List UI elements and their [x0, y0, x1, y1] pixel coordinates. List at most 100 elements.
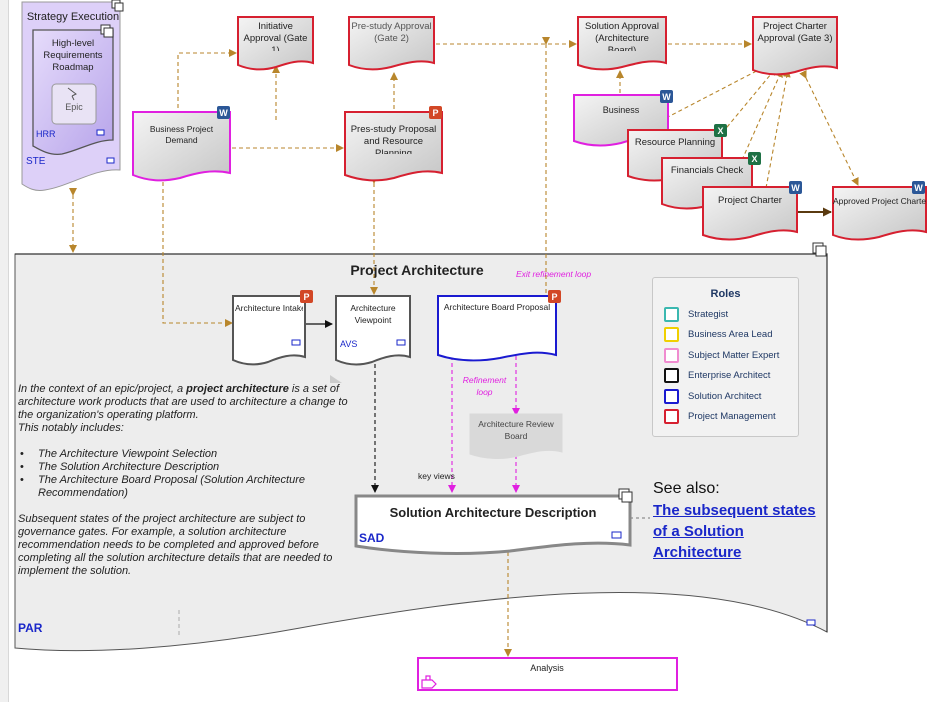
architecture-viewpoint-selection-label: Architecture Viewpoint Selection: [350, 303, 396, 328]
svg-text:P: P: [551, 292, 557, 302]
hlr-expand-icon[interactable]: [96, 129, 105, 136]
refinement-loop-label: Refinement loop: [462, 375, 507, 397]
description-bullet-list: The Architecture Viewpoint Selection The…: [18, 448, 348, 500]
description-paragraph-2: Subsequent states of the project archite…: [18, 513, 333, 577]
business-project-demand-node[interactable]: Business Project Demand W: [132, 106, 231, 182]
prestudy-proposal-node[interactable]: Pres-study Proposal and Resource Plannin…: [344, 106, 443, 182]
word-icon: W: [912, 181, 925, 194]
sad-stack-icon: [618, 488, 633, 503]
intake-expand-icon[interactable]: [291, 339, 301, 346]
list-item: The Architecture Board Proposal (Solutio…: [18, 474, 348, 500]
svg-text:W: W: [219, 108, 228, 118]
ste-expand-icon[interactable]: [106, 157, 115, 164]
excel-icon: X: [714, 124, 727, 137]
architecture-intake-node[interactable]: Architecture Intake P: [232, 290, 313, 366]
key-views-label: key views: [418, 471, 455, 481]
project-architecture-title: Project Architecture: [350, 262, 484, 278]
epic-pin-icon: [67, 87, 77, 101]
avs-expand-icon[interactable]: [396, 339, 406, 346]
strategy-execution-code: STE: [26, 156, 46, 167]
svg-text:P: P: [432, 108, 438, 118]
roles-legend: Roles Strategist Business Area Lead Subj…: [652, 277, 799, 437]
svg-text:W: W: [791, 183, 800, 193]
prestudy-proposal-label: Pres-study Proposal and Resource Plannin…: [350, 124, 437, 154]
hlr-code: HRR: [36, 129, 56, 139]
hand-pointer-icon: [421, 675, 437, 689]
project-architecture-term: project architecture: [186, 383, 289, 395]
project-architecture-description: In the context of an epic/project, a pro…: [18, 383, 348, 591]
role-swatch: [664, 306, 679, 322]
approved-project-charter-node[interactable]: Approved Project Charter W: [832, 181, 927, 241]
architecture-intake-label: Architecture Intake: [235, 303, 303, 313]
project-architecture-code: PAR: [18, 621, 43, 635]
list-item: The Architecture Viewpoint Selection: [18, 448, 348, 461]
initiative-approval-node[interactable]: Initiative Approval (Gate 1): [237, 16, 314, 71]
exit-refinement-loop-label: Exit refinement loop: [516, 269, 591, 279]
analysis-label: Analysis: [530, 663, 564, 673]
see-also-note: See also: The subsequent states of a Sol…: [653, 480, 833, 563]
approved-project-charter-label: Approved Project Charter: [833, 196, 926, 206]
svg-text:P: P: [303, 292, 309, 302]
role-subject-matter-expert: Subject Matter Expert: [653, 345, 798, 366]
epic-label: Epic: [65, 102, 83, 112]
architecture-viewpoint-selection-node[interactable]: Architecture Viewpoint Selection AVS: [335, 295, 411, 366]
project-charter-node[interactable]: Project Charter W: [702, 181, 802, 241]
architecture-board-proposal-label: Architecture Board Proposal: [443, 302, 551, 312]
excel-icon: X: [748, 152, 761, 165]
powerpoint-icon: P: [429, 106, 442, 119]
hlr-roadmap-node[interactable]: High-level Requirements Roadmap Epic HRR: [32, 24, 114, 156]
word-icon: W: [789, 181, 802, 194]
word-icon: W: [660, 90, 673, 103]
role-swatch: [664, 347, 679, 363]
ste-stack-icon: [111, 0, 124, 12]
roles-title: Roles: [710, 288, 741, 300]
project-charter-approval-node[interactable]: Project Charter Approval (Gate 3): [752, 16, 838, 76]
role-business-area-lead: Business Area Lead: [653, 325, 798, 346]
strategy-execution-title: Strategy Execution: [27, 11, 119, 23]
analysis-node[interactable]: Analysis: [417, 657, 678, 691]
project-charter-label: Project Charter: [718, 195, 782, 206]
svg-text:W: W: [914, 183, 923, 193]
left-toolbar-strip: [0, 0, 9, 702]
architecture-board-proposal-node[interactable]: Architecture Board Proposal P: [437, 290, 561, 362]
sad-expand-icon[interactable]: [611, 531, 622, 539]
role-swatch: [664, 368, 679, 384]
word-icon: W: [217, 106, 230, 119]
role-swatch: [664, 388, 679, 404]
see-also-label: See also:: [653, 480, 720, 497]
solution-architecture-description-node[interactable]: Solution Architecture Description SAD: [354, 488, 633, 555]
business-project-demand-label: Business Project Demand: [149, 124, 214, 144]
svg-text:W: W: [662, 92, 671, 102]
role-swatch: [664, 327, 679, 343]
role-solution-architect: Solution Architect: [653, 386, 798, 407]
role-swatch: [664, 409, 679, 425]
svg-text:X: X: [717, 126, 723, 136]
package-stack-icon: [812, 242, 827, 257]
role-enterprise-architect: Enterprise Architect: [653, 366, 798, 387]
business-requirements-label: Business Requirements: [593, 105, 649, 118]
architecture-review-board-node[interactable]: Architecture Review Board: [469, 413, 563, 459]
avs-code: AVS: [340, 339, 357, 349]
sad-code: SAD: [359, 531, 385, 545]
prestudy-approval-node[interactable]: Pre-study Approval (Gate 2): [348, 16, 435, 71]
solution-approval-node[interactable]: Solution Approval (Architecture Board): [577, 16, 667, 71]
svg-text:X: X: [751, 154, 757, 164]
list-item: The Solution Architecture Description: [18, 461, 348, 474]
powerpoint-icon: P: [548, 290, 561, 303]
sad-title: Solution Architecture Description: [390, 505, 597, 520]
hlr-roadmap-label: High-level Requirements Roadmap: [43, 38, 103, 73]
subsequent-states-link[interactable]: The subsequent states of a Solution Arch…: [653, 502, 816, 561]
initiative-approval-label: Initiative Approval (Gate 1): [243, 21, 308, 51]
package-expand-icon[interactable]: [806, 619, 816, 626]
role-strategist: Strategist: [653, 304, 798, 325]
architecture-review-board-label: Architecture Review Board: [478, 419, 554, 441]
prestudy-approval-label: Pre-study Approval (Gate 2): [351, 21, 432, 44]
project-charter-approval-label: Project Charter Approval (Gate 3): [757, 21, 833, 44]
solution-approval-label: Solution Approval (Architecture Board): [585, 21, 659, 51]
project-architecture-package[interactable]: Project Architecture PAR: [14, 242, 828, 652]
epic-node[interactable]: Epic: [51, 83, 97, 125]
hlr-stack-icon: [100, 24, 114, 38]
resource-planning-label: Resource Planning: [634, 137, 716, 148]
flow-connectors: [69, 37, 859, 657]
